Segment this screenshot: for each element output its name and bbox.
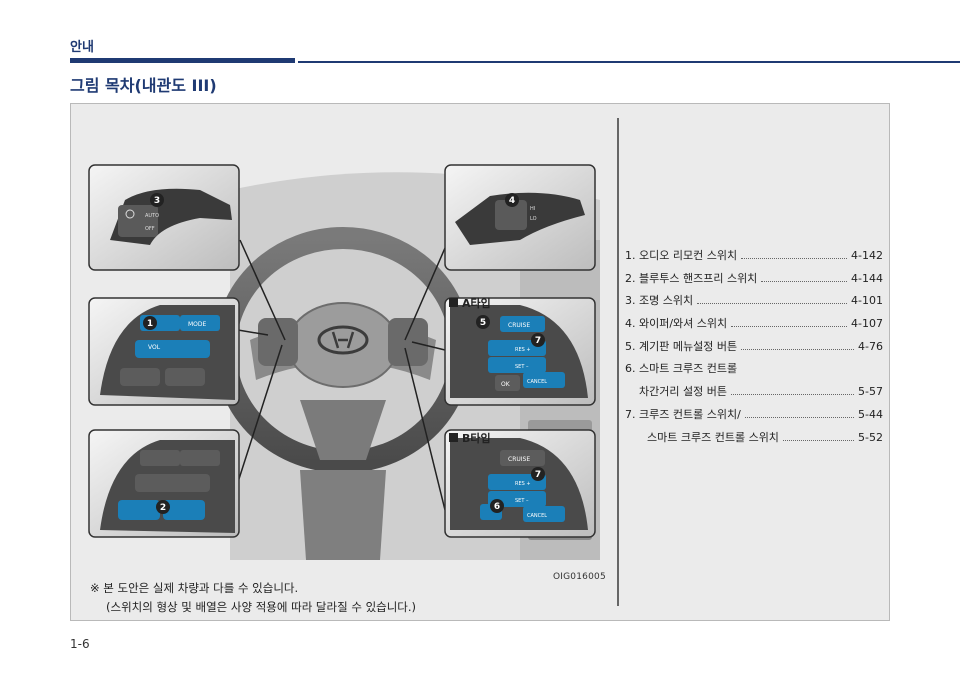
number-marker-4: 4 [505,193,519,207]
toc-entry-leader [731,319,848,328]
svg-text:4: 4 [509,196,515,206]
toc-entry: 7. 크루즈 컨트롤 스위치/5-44 [625,407,883,430]
number-marker-5: 5 [476,315,490,329]
inset-bluetooth-remote [88,429,240,538]
toc-entry-label: 2. 블루투스 핸즈프리 스위치 [625,271,758,285]
svg-text:2: 2 [160,503,166,513]
toc-entry-page: 4-107 [851,317,883,331]
svg-text:RES +: RES + [515,481,531,487]
inset-type-a-cruise: CRUISE RES + SET – OK CANCEL [444,297,596,406]
inset-lighting-switch: AUTO OFF [88,164,240,271]
svg-text:3: 3 [154,196,160,206]
toc-entry-leader [741,251,848,259]
type-b-text: B타입 [462,431,491,445]
toc-entry-page: 5-52 [858,430,883,444]
svg-text:7: 7 [535,336,541,346]
toc-entry-leader [744,410,855,418]
type-b-label: B타입 [449,431,491,445]
toc-entry-leader [761,274,848,282]
page-number: 1-6 [70,637,90,651]
toc-entry-page: 4-144 [851,271,883,285]
svg-text:RES +: RES + [515,347,531,353]
toc-entry: 5. 계기판 메뉴설정 버튼 4-76 [625,339,883,362]
page-title: 그림 목차(내관도 III) [70,76,217,95]
svg-text:7: 7 [535,470,541,480]
disclaimer-note-line-2: (스위치의 형상 및 배열은 사양 적용에 따라 달라질 수 있습니다.) [106,600,417,614]
toc-entry-label: 6. 스마트 크루즈 컨트롤 [625,362,738,376]
header-rule-thin [298,61,960,63]
inset-type-b-cruise: CRUISE RES + SET – CANCEL [444,429,596,538]
toc-entry-label: 스마트 크루즈 컨트롤 스위치 [647,430,779,444]
header-rule-thick [70,58,295,63]
number-marker-1: 1 [143,316,157,330]
toc-entry: 3. 조명 스위치 4-101 [625,293,883,316]
svg-text:6: 6 [494,502,500,512]
toc-entry-page: 4-76 [858,339,883,353]
inset-audio-remote: MODE VOL [88,297,240,406]
toc-entry-page: 4-101 [851,294,883,308]
toc-entry-page: 5-57 [858,385,883,399]
svg-text:SET –: SET – [515,364,529,370]
toc-entry-leader [697,296,848,305]
toc-entry: 차간거리 설정 버튼 5-57 [625,384,883,407]
mode-button-label: MODE [188,321,207,328]
toc-entry-label: 4. 와이퍼/와셔 스위치 [625,317,728,331]
svg-text:5: 5 [480,318,486,328]
image-code: OIG016005 [553,572,606,582]
toc-entry-label: 7. 크루즈 컨트롤 스위치/ [625,407,741,421]
toc-entry-label: 3. 조명 스위치 [625,294,694,308]
number-marker-6: 6 [490,499,504,513]
svg-text:HI: HI [530,206,535,212]
toc-entry-leader [730,387,855,396]
inset-wiper-switch: HI LO [444,164,596,271]
vol-button-label: VOL [148,344,161,351]
toc-entry: 4. 와이퍼/와셔 스위치 4-107 [625,316,883,339]
svg-text:1: 1 [147,319,153,329]
toc-entry-label: 차간거리 설정 버튼 [639,385,727,399]
svg-text:CANCEL: CANCEL [527,513,547,519]
toc-entry-page: 4-142 [851,249,883,262]
toc-entry: 1. 오디오 리모컨 스위치 4-142 [625,248,883,271]
disclaimer-note-line-1: ※ 본 도안은 실제 차량과 다를 수 있습니다. [90,581,299,595]
svg-text:LO: LO [530,216,537,222]
svg-text:CRUISE: CRUISE [508,456,530,463]
section-header: 안내 [70,40,94,55]
svg-text:AUTO: AUTO [145,213,159,219]
leader-lines [237,239,446,511]
svg-text:OK: OK [501,381,511,388]
toc-entry: 스마트 크루즈 컨트롤 스위치 5-52 [625,430,883,453]
svg-text:OFF: OFF [145,226,155,232]
svg-text:CRUISE: CRUISE [508,322,530,329]
number-marker-3: 3 [150,193,164,207]
number-marker-2: 2 [156,500,170,514]
type-a-text: A타입 [462,296,491,310]
toc-entry: 2. 블루투스 핸즈프리 스위치 4-144 [625,271,883,294]
toc-entry-page: 5-44 [858,407,883,421]
type-a-label: A타입 [449,296,491,310]
toc-entry-leader [741,342,855,350]
toc-entry-label: 1. 오디오 리모컨 스위치 [625,249,738,262]
column-divider [617,118,619,606]
svg-text:SET –: SET – [515,498,529,504]
toc-entry-leader [782,433,855,441]
toc-entry: 6. 스마트 크루즈 컨트롤 [625,361,883,384]
figure-index-list: 1. 오디오 리모컨 스위치 4-142 2. 블루투스 핸즈프리 스위치 4-144… [625,248,883,452]
toc-entry-label: 5. 계기판 메뉴설정 버튼 [625,339,738,353]
number-marker-7a: 7 [531,333,545,347]
number-marker-7b: 7 [531,467,545,481]
svg-text:CANCEL: CANCEL [527,379,547,385]
